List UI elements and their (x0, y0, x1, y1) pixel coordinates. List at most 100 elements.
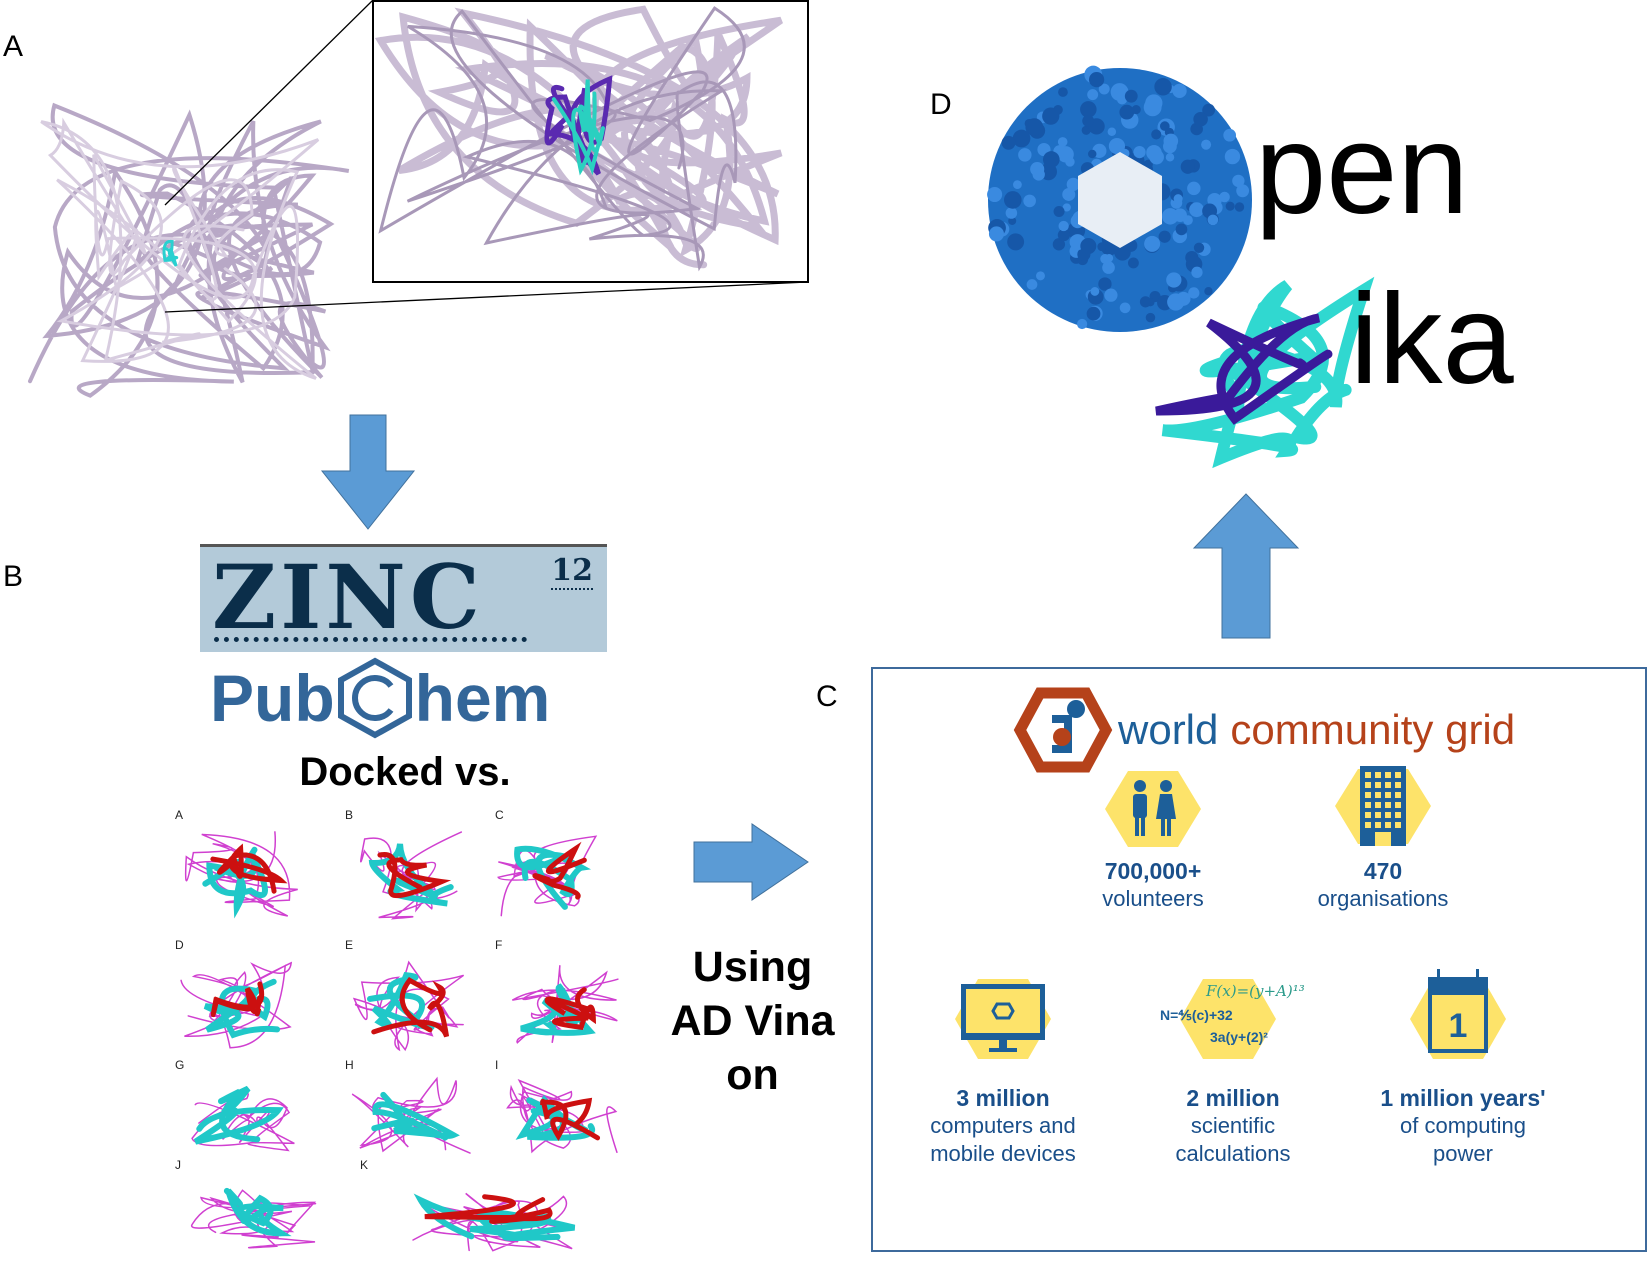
protein-target-f: F (485, 938, 635, 1060)
wcg-word-world: world (1118, 706, 1219, 753)
capsid-bump (1151, 129, 1162, 140)
capsid-bump (987, 186, 1003, 203)
protein-target-a: A (165, 808, 315, 930)
protein-target-j: J (165, 1158, 335, 1260)
window (1375, 772, 1381, 778)
helix (366, 972, 435, 1031)
capsid-bump (1030, 162, 1045, 177)
docked-vs-label: Docked vs. (299, 750, 511, 794)
protein-target-label: B (345, 808, 354, 822)
capsid-bump (1189, 202, 1204, 218)
capsid-bump (1232, 174, 1245, 188)
capsid-bump (1065, 157, 1075, 167)
window (1385, 792, 1391, 798)
window (1365, 782, 1371, 788)
panel-label-a: A (3, 30, 24, 63)
stat-label: scientific (1190, 1113, 1276, 1138)
capsid-bump (1124, 89, 1138, 103)
capsid-bump (1188, 287, 1200, 299)
window (1365, 792, 1371, 798)
helix (520, 983, 596, 1036)
protein-target-d: D (165, 938, 315, 1060)
protein-target-label: I (495, 1058, 499, 1072)
window (1385, 782, 1391, 788)
protein-structure (184, 831, 298, 919)
capsid-bump (1149, 149, 1164, 165)
arrow-right (693, 823, 809, 901)
using-line-3: on (726, 1051, 779, 1099)
capsid-bump (1183, 215, 1193, 226)
capsid-bump (1018, 148, 1032, 162)
zinc-logo-text: ZINC (212, 545, 484, 649)
protein-target-h: H (335, 1058, 485, 1160)
capsid-bump (1036, 271, 1045, 281)
protein-target-label: F (495, 938, 503, 952)
wcg-logo: world community grid (1013, 687, 1515, 773)
coil (351, 1076, 471, 1154)
capsid-bump (1201, 139, 1212, 150)
capsid-bump (1098, 277, 1112, 291)
panel-label-d: D (930, 88, 952, 121)
capsid-bump (1204, 287, 1213, 296)
protein-target-e: E (335, 938, 485, 1060)
protein-structure (190, 1187, 317, 1249)
window (1385, 822, 1391, 828)
coil (352, 960, 465, 1052)
window (1375, 812, 1381, 818)
formula-line-3: 3a(y+(2)² (1210, 1029, 1268, 1045)
window (1385, 772, 1391, 778)
stat-organisations: 470 organisations (1263, 857, 1503, 913)
capsid-bump (1004, 191, 1022, 209)
arrow-down (320, 414, 416, 530)
stat-label: mobile devices (930, 1141, 1076, 1166)
inset-frame (164, 0, 809, 313)
protein-structure (351, 1076, 471, 1154)
capsid-pore (1078, 152, 1162, 248)
window (1375, 822, 1381, 828)
zika-protein-ribbon (1155, 276, 1375, 469)
capsid-bump (1236, 184, 1250, 198)
using-ad-vina-label: Using AD Vina on (640, 940, 865, 1102)
stat-label: power (1433, 1141, 1493, 1166)
sheet (371, 977, 450, 1038)
capsid-bump (1108, 137, 1126, 155)
zinc-dots (214, 637, 527, 642)
capsid-bump (1058, 87, 1068, 97)
protein-target-i: I (485, 1058, 635, 1160)
capsid-bump (1013, 180, 1022, 190)
protein-structure-image (28, 5, 783, 398)
zinc-logo: ZINC 12 (200, 544, 607, 652)
people-icon (1105, 771, 1201, 847)
capsid-bump (1042, 107, 1060, 125)
capsid-bump (1053, 206, 1065, 218)
capsid-bump (1057, 137, 1068, 147)
ribbon-strand (1155, 313, 1333, 425)
window (1395, 792, 1401, 798)
capsid-bump (1139, 296, 1152, 308)
stat-value: 700,000+ (1104, 858, 1202, 884)
coil (497, 835, 598, 917)
window (1375, 782, 1381, 788)
capsid-bump (1202, 103, 1216, 117)
capsid-bump (1100, 254, 1110, 264)
capsid-bump (1057, 228, 1071, 242)
protein-structure (412, 1192, 576, 1252)
capsid-bump (1005, 207, 1018, 219)
protein-structure (506, 1079, 618, 1154)
coil (191, 1092, 295, 1152)
capsid-bump (1144, 235, 1161, 252)
helix (193, 1085, 284, 1145)
protein-target-label: C (495, 808, 504, 822)
window (1365, 812, 1371, 818)
capsid-bump (1102, 261, 1115, 274)
capsid-bump (1223, 128, 1237, 142)
protein-ribbon (28, 102, 350, 398)
world-community-grid-panel: world community grid F(x)=(y+A)¹³ N=⅘(c)… (871, 667, 1647, 1252)
pubchem-text-hem: hem (414, 660, 551, 735)
protein-structure (360, 831, 463, 920)
window (1395, 772, 1401, 778)
stat-value: 470 (1363, 858, 1403, 884)
openzika-text-ika: ika (1350, 268, 1514, 411)
coil (190, 1189, 317, 1249)
capsid-bump (1052, 238, 1066, 251)
